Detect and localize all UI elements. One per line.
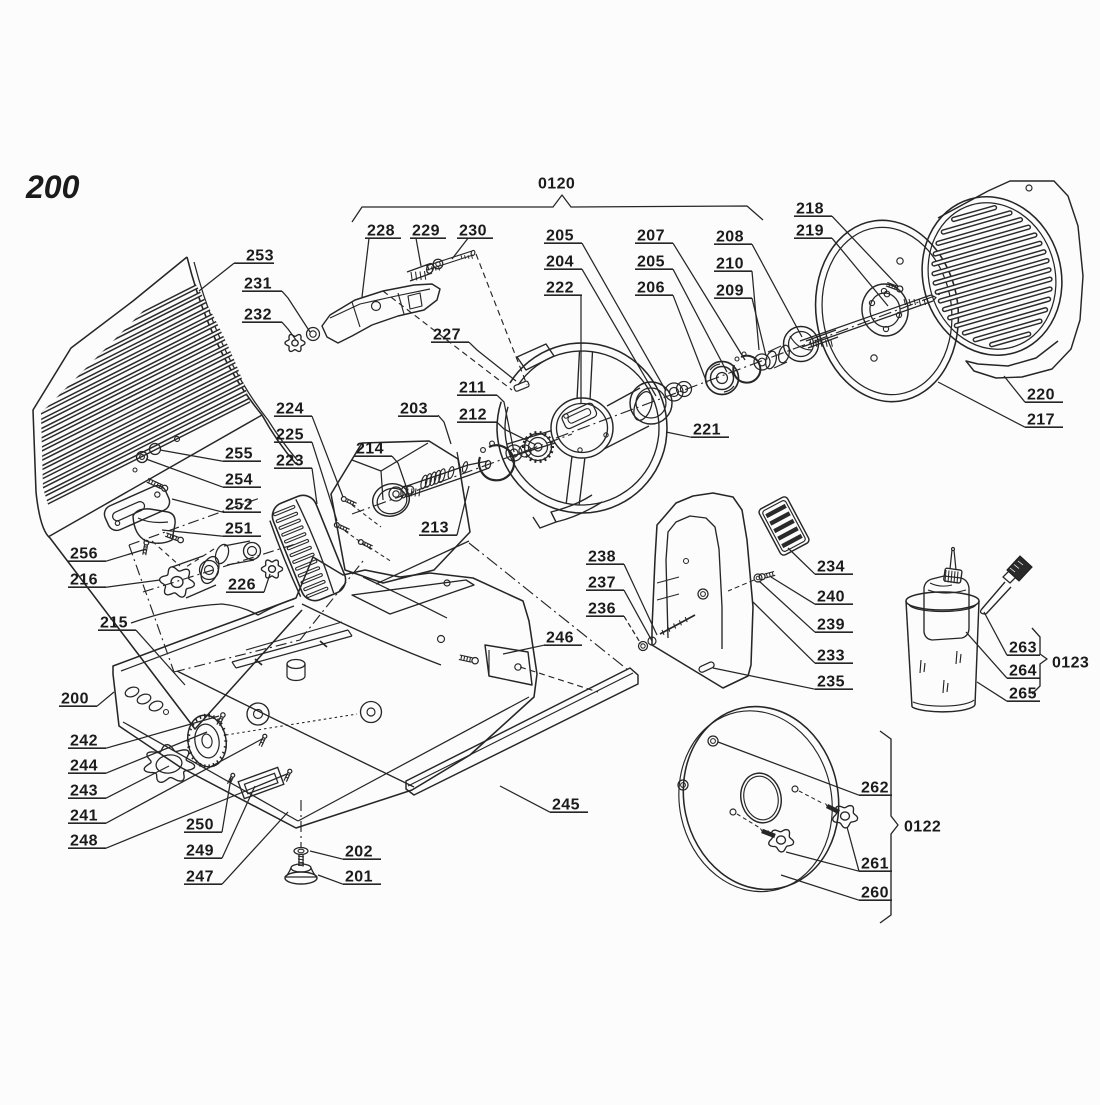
svg-text:255: 255 <box>225 446 253 463</box>
svg-text:264: 264 <box>1009 663 1037 680</box>
svg-text:219: 219 <box>796 223 824 240</box>
svg-text:247: 247 <box>186 869 214 886</box>
svg-text:0123: 0123 <box>1052 655 1089 672</box>
svg-text:235: 235 <box>817 674 845 691</box>
svg-text:265: 265 <box>1009 686 1037 703</box>
svg-text:249: 249 <box>186 843 214 860</box>
svg-text:243: 243 <box>70 783 98 800</box>
svg-text:200: 200 <box>61 691 89 708</box>
svg-text:0120: 0120 <box>538 176 575 193</box>
svg-text:202: 202 <box>345 844 373 861</box>
svg-text:245: 245 <box>552 797 580 814</box>
svg-text:201: 201 <box>345 869 373 886</box>
svg-text:240: 240 <box>817 589 845 606</box>
svg-text:241: 241 <box>70 808 98 825</box>
svg-text:252: 252 <box>225 497 253 514</box>
svg-text:209: 209 <box>716 283 744 300</box>
svg-text:213: 213 <box>421 520 449 537</box>
svg-text:225: 225 <box>276 427 304 444</box>
svg-text:234: 234 <box>817 559 845 576</box>
svg-text:223: 223 <box>276 453 304 470</box>
svg-text:205: 205 <box>637 254 665 271</box>
svg-text:216: 216 <box>70 572 98 589</box>
svg-text:228: 228 <box>367 223 395 240</box>
svg-text:220: 220 <box>1027 387 1055 404</box>
svg-text:238: 238 <box>588 549 616 566</box>
svg-text:256: 256 <box>70 546 98 563</box>
svg-text:222: 222 <box>546 280 574 297</box>
svg-text:239: 239 <box>817 617 845 634</box>
svg-text:260: 260 <box>861 885 889 902</box>
svg-text:205: 205 <box>546 228 574 245</box>
svg-text:246: 246 <box>546 630 574 647</box>
svg-text:214: 214 <box>356 441 384 458</box>
svg-text:221: 221 <box>693 422 721 439</box>
svg-text:200: 200 <box>25 169 80 205</box>
svg-text:210: 210 <box>716 256 744 273</box>
svg-text:218: 218 <box>796 201 824 218</box>
svg-text:206: 206 <box>637 280 665 297</box>
svg-text:207: 207 <box>637 228 665 245</box>
svg-text:229: 229 <box>412 223 440 240</box>
svg-text:251: 251 <box>225 521 253 538</box>
svg-text:226: 226 <box>228 577 256 594</box>
svg-text:208: 208 <box>716 229 744 246</box>
svg-text:231: 231 <box>244 276 272 293</box>
svg-text:242: 242 <box>70 733 98 750</box>
svg-text:261: 261 <box>861 856 889 873</box>
svg-text:263: 263 <box>1009 640 1037 657</box>
svg-text:211: 211 <box>459 380 486 397</box>
svg-text:233: 233 <box>817 648 845 665</box>
svg-text:253: 253 <box>246 248 274 265</box>
svg-text:248: 248 <box>70 833 98 850</box>
svg-text:224: 224 <box>276 401 304 418</box>
svg-text:215: 215 <box>100 615 128 632</box>
svg-text:244: 244 <box>70 758 98 775</box>
svg-text:262: 262 <box>861 780 889 797</box>
svg-text:230: 230 <box>459 223 487 240</box>
svg-text:204: 204 <box>546 254 574 271</box>
svg-text:217: 217 <box>1027 412 1055 429</box>
svg-text:237: 237 <box>588 575 616 592</box>
svg-text:254: 254 <box>225 472 253 489</box>
svg-text:212: 212 <box>459 407 487 424</box>
svg-text:232: 232 <box>244 307 272 324</box>
svg-text:236: 236 <box>588 601 616 618</box>
svg-text:250: 250 <box>186 817 214 834</box>
svg-text:227: 227 <box>433 327 461 344</box>
svg-text:0122: 0122 <box>904 819 941 836</box>
svg-text:203: 203 <box>400 401 428 418</box>
